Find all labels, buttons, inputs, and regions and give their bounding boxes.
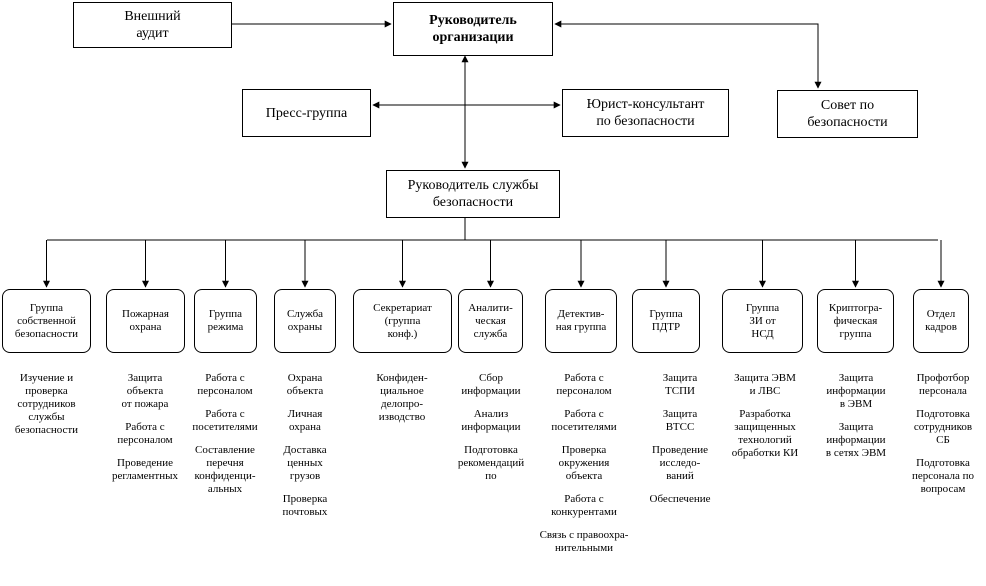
function-item: Работа с персоналом [117, 421, 173, 446]
function-item: Защита ВТСС [662, 408, 698, 433]
function-item: Изучение и проверка сотрудников службы б… [14, 372, 79, 436]
department-box: Отдел кадров [913, 289, 969, 353]
department-functions: Защита ЭВМ и ЛВС Разработка защищенных те… [722, 372, 808, 470]
department-box: Криптогра- фическая группа [817, 289, 894, 353]
function-item: Работа с посетителями [192, 408, 258, 433]
department-box: Группа ЗИ от НСД [722, 289, 803, 353]
function-item: Проведение регламентных [111, 457, 179, 482]
function-item: Работа с персоналом [197, 372, 253, 397]
function-item: Защита ЭВМ и ЛВС [734, 372, 796, 397]
function-item: Конфиден- циальное делопро- изводство [376, 372, 428, 423]
function-item: Подготовка рекомендаций по [457, 444, 525, 482]
function-item: Защита ТСПИ [662, 372, 698, 397]
function-item: Доставка ценных грузов [283, 444, 327, 482]
security-council-box: Совет по безопасности [777, 90, 918, 138]
department-box: Пожарная охрана [106, 289, 185, 353]
function-item: Подготовка персонала по вопросам [911, 457, 975, 495]
department-functions: Изучение и проверка сотрудников службы б… [2, 372, 91, 447]
function-item: Личная охрана [287, 408, 323, 433]
organization-head-box: Руководитель организации [393, 2, 553, 56]
function-item: Разработка защищенных технологий обработ… [731, 408, 799, 459]
external-audit-box: Внешний аудит [73, 2, 232, 48]
function-item: Связь с правоохра- нительными [539, 529, 629, 554]
department-box: Группа режима [194, 289, 257, 353]
function-item: Работа с персоналом [556, 372, 612, 397]
function-item: Составление перечня конфиденци- альных [194, 444, 256, 495]
department-box: Группа собственной безопасности [2, 289, 91, 353]
department-box: Детектив- ная группа [545, 289, 617, 353]
function-item: Проведение исследо- ваний [652, 444, 708, 482]
function-item: Защита информации в ЭВМ [826, 372, 886, 410]
function-item: Подготовка сотрудников СБ [913, 408, 973, 446]
function-item: Работа с конкурентами [551, 493, 617, 518]
function-item: Охрана объекта [286, 372, 324, 397]
department-functions: Конфиден- циальное делопро- изводство [352, 372, 452, 434]
security-lawyer-box: Юрист-консультант по безопасности [562, 89, 729, 137]
function-item: Проверка окружения объекта [558, 444, 610, 482]
function-item: Работа с посетителями [551, 408, 617, 433]
function-item: Сбор информации [461, 372, 521, 397]
function-item: Защита объекта от пожара [121, 372, 169, 410]
function-item: Защита информации в сетях ЭВМ [825, 421, 887, 459]
department-functions: Защита ТСПИ Защита ВТСС Проведение исследо… [635, 372, 725, 516]
department-box: Группа ПДТР [632, 289, 700, 353]
function-item: Профотбор персонала [916, 372, 970, 397]
press-group-box: Пресс-группа [242, 89, 371, 137]
head-to-council-line [554, 20, 822, 89]
function-item: Проверка почтовых [282, 493, 328, 518]
department-box: Служба охраны [274, 289, 336, 353]
department-functions: Защита информации в ЭВМ Защита информации… [815, 372, 897, 470]
department-box: Аналити- ческая служба [458, 289, 523, 353]
function-item: Обеспечение [649, 493, 711, 505]
function-item: Анализ информации [461, 408, 521, 433]
department-box: Секретариат (группа конф.) [353, 289, 452, 353]
security-service-head-box: Руководитель службы безопасности [386, 170, 560, 218]
